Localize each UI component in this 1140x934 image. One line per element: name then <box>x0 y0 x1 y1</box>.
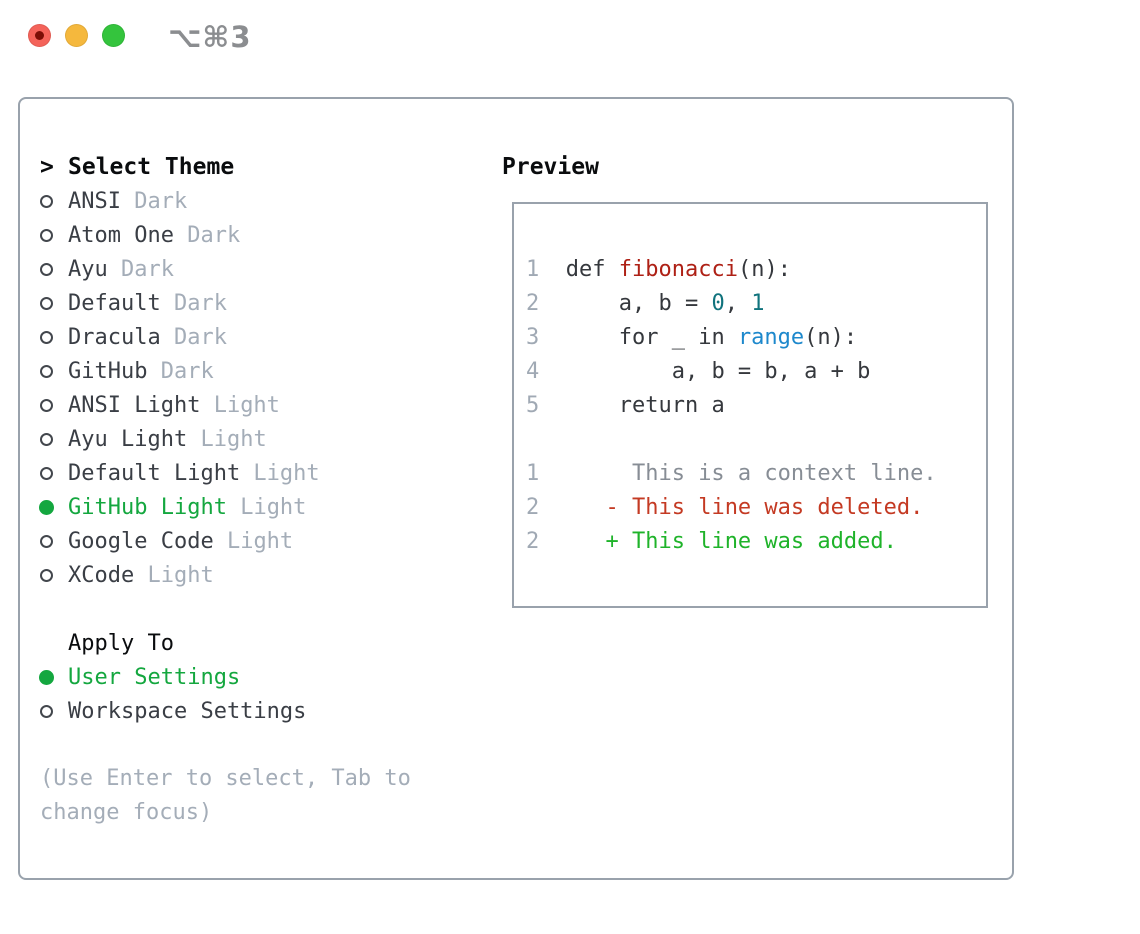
hint-line-2: change focus) <box>40 800 213 825</box>
theme-option-ayu-light-light[interactable]: Ayu Light Light <box>40 422 411 456</box>
preview-box: 1 def fibonacci(n): 2 a, b = 0, 1 3 for _ … <box>512 202 988 608</box>
apply-option-label: User Settings <box>68 664 241 690</box>
theme-variant: Dark <box>107 256 174 282</box>
preview-code: 1 def fibonacci(n): 2 a, b = 0, 1 3 for _ … <box>526 253 986 559</box>
zoom-button[interactable] <box>102 24 125 47</box>
theme-option-google-code-light[interactable]: Google Code Light <box>40 524 411 558</box>
theme-name: ANSI Light <box>68 392 201 418</box>
apply-to-header: Apply To <box>40 626 411 660</box>
theme-variant: Dark <box>120 188 188 214</box>
close-dot-icon <box>35 31 44 40</box>
spacer <box>40 592 411 626</box>
traffic-lights <box>28 24 125 47</box>
theme-variant: Dark <box>173 222 241 248</box>
theme-variant: Dark <box>160 324 227 350</box>
preview-line-1: 1 def fibonacci(n): <box>526 257 791 282</box>
theme-name: Default <box>68 290 161 316</box>
preview-line-5: 5 return a <box>526 393 725 418</box>
theme-name: ANSI <box>68 188 121 214</box>
theme-variant: Dark <box>147 358 214 384</box>
preview-line-8: 2 - This line was deleted. <box>526 495 924 520</box>
theme-name: GitHub <box>68 358 148 384</box>
cursor-indicator: > <box>40 154 54 180</box>
preview-line-4: 4 a, b = b, a + b <box>526 359 871 384</box>
minimize-button[interactable] <box>65 24 88 47</box>
theme-variant: Dark <box>160 290 227 316</box>
theme-option-atom-one-dark[interactable]: Atom One Dark <box>40 218 411 252</box>
theme-name: Ayu <box>68 256 108 282</box>
theme-variant: Light <box>240 460 320 486</box>
theme-name: Dracula <box>68 324 161 350</box>
radio-icon <box>40 228 53 242</box>
theme-option-default-dark[interactable]: Default Dark <box>40 286 411 320</box>
select-theme-label: Select Theme <box>68 154 235 180</box>
radio-icon <box>40 330 53 344</box>
theme-variant: Light <box>213 528 294 554</box>
spacer <box>40 728 411 762</box>
radio-icon <box>40 432 53 446</box>
preview-line-9: 2 + This line was added. <box>526 529 897 554</box>
apply-option-user-settings[interactable]: User Settings <box>39 660 411 694</box>
title-bar: ⌥⌘3 <box>0 0 1140 72</box>
radio-icon <box>40 534 53 548</box>
theme-variant: Light <box>200 392 280 418</box>
preview-line-7: 1 This is a context line. <box>526 461 937 486</box>
radio-icon <box>40 194 53 208</box>
preview-header: Preview <box>502 150 599 184</box>
radio-selected-icon <box>39 669 54 685</box>
hint-line-1: (Use Enter to select, Tab to <box>40 766 411 791</box>
theme-option-ansi-light-light[interactable]: ANSI Light Light <box>40 388 411 422</box>
radio-icon <box>40 364 53 378</box>
close-button[interactable] <box>28 24 51 47</box>
theme-name: Atom One <box>68 222 174 248</box>
theme-name: Ayu Light <box>68 426 188 452</box>
radio-icon <box>40 704 53 718</box>
theme-name: Default Light <box>68 460 241 486</box>
apply-option-workspace-settings[interactable]: Workspace Settings <box>40 694 411 728</box>
preview-line-3: 3 for _ in range(n): <box>526 325 858 350</box>
preview-line-2: 2 a, b = 0, 1 <box>526 291 765 316</box>
radio-icon <box>40 398 53 412</box>
radio-icon <box>40 466 53 480</box>
theme-option-xcode-light[interactable]: XCode Light <box>40 558 411 592</box>
theme-option-dracula-dark[interactable]: Dracula Dark <box>40 320 411 354</box>
hint-text: (Use Enter to select, Tab to change focus… <box>40 762 411 830</box>
theme-option-github-dark[interactable]: GitHub Dark <box>40 354 411 388</box>
theme-name: GitHub Light <box>68 494 227 520</box>
theme-variant: Light <box>187 426 267 452</box>
preview-label: Preview <box>502 154 599 180</box>
theme-option-ansi-dark[interactable]: ANSI Dark <box>40 184 411 218</box>
theme-option-ayu-dark[interactable]: Ayu Dark <box>40 252 411 286</box>
theme-variant: Light <box>226 494 307 520</box>
apply-to-label: Apply To <box>68 630 174 656</box>
radio-icon <box>40 296 53 310</box>
window-title: ⌥⌘3 <box>168 20 252 54</box>
radio-selected-icon <box>39 499 54 515</box>
theme-name: Google Code <box>68 528 214 554</box>
apply-option-label: Workspace Settings <box>68 698 307 724</box>
select-theme-header: > Select Theme <box>40 150 411 184</box>
theme-option-github-light-light[interactable]: GitHub Light Light <box>39 490 411 524</box>
theme-name: XCode <box>68 562 135 588</box>
radio-icon <box>40 262 53 276</box>
radio-icon <box>40 568 53 582</box>
preview-line-6 <box>526 423 986 457</box>
theme-variant: Light <box>134 562 214 588</box>
theme-option-default-light-light[interactable]: Default Light Light <box>40 456 411 490</box>
